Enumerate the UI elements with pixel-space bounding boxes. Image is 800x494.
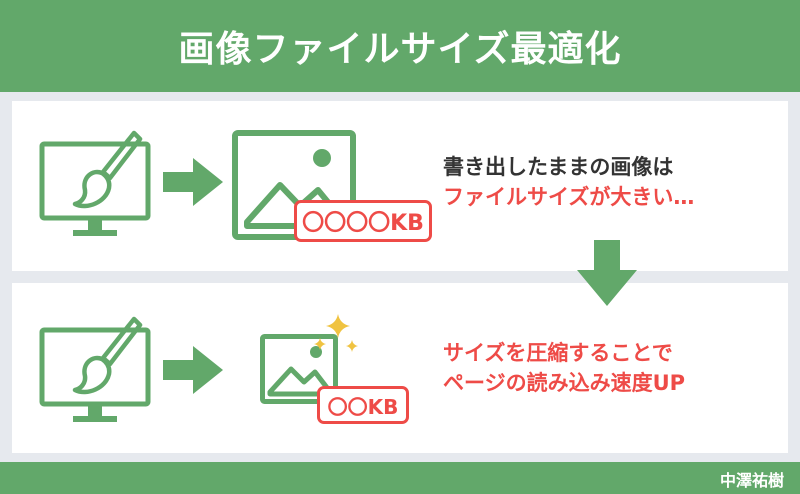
footer-bar: 中澤祐樹 bbox=[0, 462, 800, 494]
file-size-badge-small: 〇〇KB bbox=[317, 386, 409, 424]
arrow-right-icon bbox=[163, 346, 223, 394]
step2-caption: サイズを圧縮することで ページの読み込み速度UP bbox=[443, 338, 685, 398]
step2-caption-line2: ページの読み込み速度UP bbox=[443, 371, 686, 395]
author-credit: 中澤祐樹 bbox=[719, 471, 784, 490]
page-title: 画像ファイルサイズ最適化 bbox=[178, 29, 622, 70]
file-size-badge-large: 〇〇〇〇KB bbox=[294, 200, 432, 242]
step-panel-before bbox=[12, 101, 788, 271]
step1-caption: 書き出したままの画像は ファイルサイズが大きい… bbox=[443, 152, 694, 212]
step-panel-after bbox=[12, 283, 788, 453]
step1-caption-line1: 書き出したままの画像は bbox=[443, 155, 674, 179]
arrow-right-icon bbox=[163, 158, 223, 206]
monitor-with-paintbrush-icon bbox=[39, 130, 151, 236]
arrow-down-icon bbox=[577, 240, 637, 306]
step2-caption-line1: サイズを圧縮することで bbox=[443, 341, 673, 365]
image-picture-icon bbox=[260, 334, 338, 404]
header-banner: 画像ファイルサイズ最適化 bbox=[0, 0, 800, 92]
sparkle-icon bbox=[314, 314, 358, 352]
step1-caption-line2: ファイルサイズが大きい… bbox=[443, 185, 695, 209]
monitor-with-paintbrush-icon bbox=[39, 316, 151, 422]
